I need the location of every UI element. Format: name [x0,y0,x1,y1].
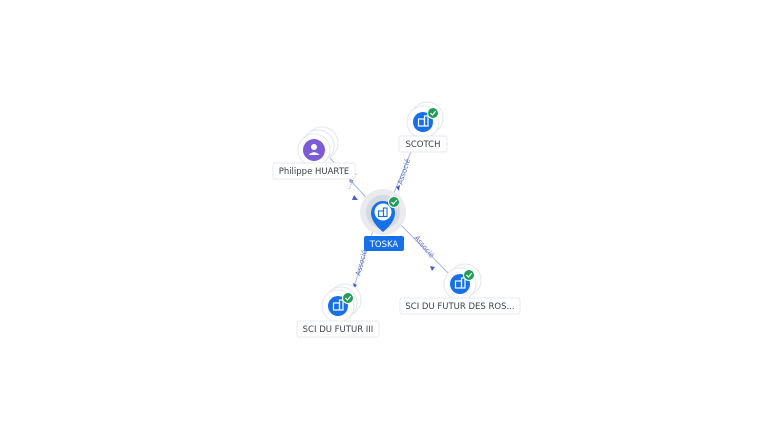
edge-arrow [396,185,400,191]
company-building-icon [332,299,344,311]
node-philippe-huarte[interactable]: Philippe HUARTE [272,126,356,180]
node-sci-du-futur-iii[interactable]: SCI DU FUTUR III [296,283,380,338]
person-icon [308,144,320,155]
node-label-scotch: SCOTCH [405,140,440,150]
node-label-toska: TOSKA [369,240,399,250]
verified-check-icon [345,295,352,301]
verified-check-icon [430,110,437,116]
node-scotch[interactable]: SCOTCH [398,101,448,153]
edge-arrow [352,195,358,200]
company-building-icon [417,115,429,127]
node-label-futurros: SCI DU FUTUR DES ROS... [405,302,514,312]
node-toska-center[interactable]: TOSKA [360,189,406,251]
edge-label-scotch: Associé [396,158,412,186]
node-label-futur3: SCI DU FUTUR III [303,325,374,335]
edge-label-futurros: Associé [412,234,435,259]
verified-check-icon [391,199,398,205]
edge-arrow [430,266,435,271]
edge-label-futur3: Associé [354,249,369,277]
company-building-icon [454,277,466,289]
verified-check-icon [466,272,473,278]
company-building-icon [377,207,388,218]
node-label-philippe: Philippe HUARTE [279,167,350,177]
node-sci-du-futur-des-ros[interactable]: SCI DU FUTUR DES ROS... [399,263,521,315]
edge-futurros: Associé [397,221,453,278]
